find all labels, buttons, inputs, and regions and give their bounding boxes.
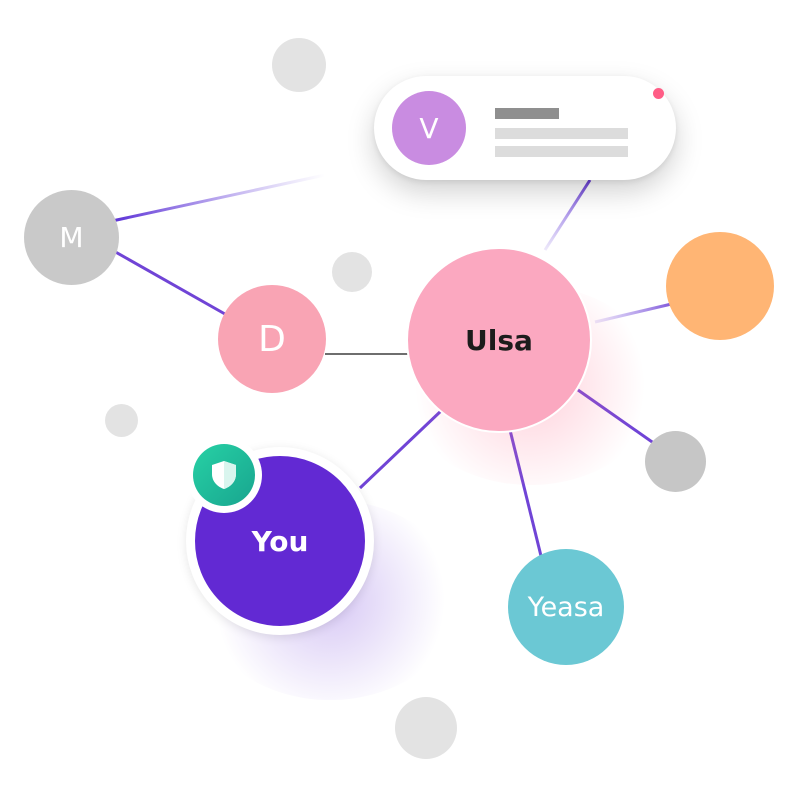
background-dot bbox=[105, 404, 138, 437]
background-dot bbox=[332, 252, 372, 292]
edge-ulsa-yeasa bbox=[508, 429, 544, 561]
avatar-initial: V bbox=[419, 111, 439, 145]
user-node-ulsa[interactable]: Ulsa bbox=[406, 247, 592, 433]
edge-m-top bbox=[111, 173, 326, 223]
edge-ulsa-orange bbox=[594, 300, 681, 324]
user-node-yeasa[interactable]: Yeasa bbox=[508, 549, 624, 665]
edge-m-d bbox=[111, 248, 233, 320]
user-notification-card[interactable]: V bbox=[374, 76, 676, 180]
background-dot bbox=[272, 38, 326, 92]
node-initial: D bbox=[258, 318, 286, 360]
background-dot bbox=[395, 697, 457, 759]
node-name: Yeasa bbox=[527, 591, 605, 623]
node-initial: M bbox=[59, 221, 84, 254]
user-node-orange[interactable] bbox=[666, 232, 774, 340]
security-badge-circle bbox=[193, 444, 255, 506]
user-node-gray[interactable] bbox=[645, 431, 706, 492]
edge-ulsa-gray bbox=[577, 388, 656, 446]
user-node-m[interactable]: M bbox=[24, 190, 119, 285]
title-placeholder-bar bbox=[495, 108, 559, 119]
notification-dot bbox=[653, 88, 664, 99]
user-node-you[interactable]: You bbox=[186, 447, 374, 635]
text-placeholder-bar bbox=[495, 128, 628, 139]
avatar: V bbox=[392, 91, 466, 165]
text-placeholder-bar bbox=[495, 146, 628, 157]
edge-ulsa-you bbox=[358, 408, 444, 490]
user-node-d[interactable]: D bbox=[218, 285, 326, 393]
node-name: You bbox=[251, 524, 309, 558]
node-name: Ulsa bbox=[465, 323, 533, 357]
security-badge bbox=[186, 437, 262, 513]
edge-ulsa-card bbox=[543, 179, 592, 251]
shield-icon bbox=[212, 461, 236, 489]
